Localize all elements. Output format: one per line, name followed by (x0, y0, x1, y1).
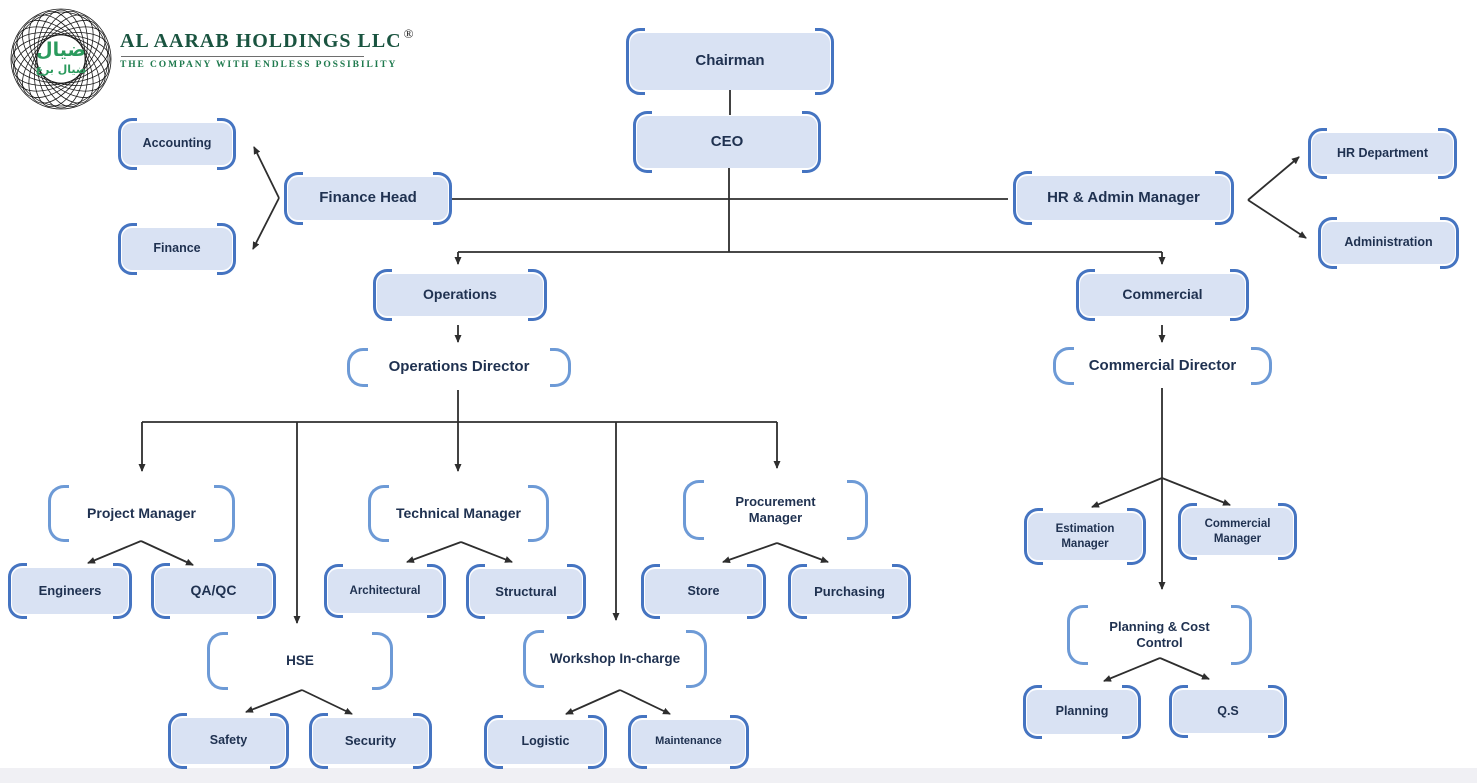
node-hse: HSE (207, 632, 393, 690)
node-ceo: CEO (633, 111, 821, 173)
node-commercial: Commercial (1076, 269, 1249, 321)
company-tagline: THE COMPANY WITH ENDLESS POSSIBILITY (120, 60, 398, 70)
edge-to-architectural (406, 541, 462, 563)
node-commercial-director: Commercial Director (1053, 347, 1272, 385)
edge-to-qaqc (140, 540, 194, 566)
edge-to-hr-department (1247, 156, 1300, 201)
node-purchasing: Purchasing (788, 564, 911, 619)
footer-band (0, 768, 1477, 783)
node-security: Security (309, 713, 432, 769)
registered-trademark-icon: ® (403, 26, 414, 41)
edge-to-security (301, 689, 353, 715)
node-hr-admin-manager: HR & Admin Manager (1013, 171, 1234, 225)
edge-to-engineers (87, 540, 142, 564)
node-workshop-incharge: Workshop In-charge (523, 630, 707, 688)
node-planning: Planning (1023, 685, 1141, 739)
node-chairman: Chairman (626, 28, 834, 95)
node-operations: Operations (373, 269, 547, 321)
node-safety: Safety (168, 713, 289, 769)
logo-divider (121, 56, 364, 57)
node-finance: Finance (118, 223, 236, 275)
edge-to-qs (1159, 657, 1210, 680)
node-technical-manager: Technical Manager (368, 485, 549, 542)
logo-arabic-text-1: ضيال (36, 39, 86, 61)
company-logo: ضيال ضيال برع AL AARAB HOLDINGS LLC® THE… (8, 6, 414, 112)
edge-to-administration (1247, 199, 1307, 239)
node-finance-head: Finance Head (284, 172, 452, 225)
edge-to-safety (245, 689, 303, 713)
node-architectural: Architectural (324, 564, 446, 618)
edge-to-logistic (565, 689, 621, 715)
node-operations-director: Operations Director (347, 348, 571, 387)
node-structural: Structural (466, 564, 586, 619)
node-estimation-manager: Estimation Manager (1024, 508, 1146, 565)
edge-to-accounting (253, 146, 280, 199)
edge-to-planning (1103, 657, 1161, 682)
node-planning-cost-control: Planning & Cost Control (1067, 605, 1252, 665)
edge-to-purchasing (776, 542, 829, 563)
edge-to-structural (460, 541, 513, 563)
edge-to-maintenance (619, 689, 671, 715)
node-commercial-manager: Commercial Manager (1178, 503, 1297, 560)
edge-to-estimation (1091, 477, 1163, 508)
node-qa-qc: QA/QC (151, 563, 276, 619)
logo-emblem-icon: ضيال ضيال برع (10, 8, 112, 110)
edge-to-finance (252, 197, 280, 250)
node-administration: Administration (1318, 217, 1459, 269)
logo-arabic-text-2: ضيال برع (35, 63, 86, 76)
node-qs: Q.S (1169, 685, 1287, 738)
company-name: AL AARAB HOLDINGS LLC (120, 30, 402, 52)
node-maintenance: Maintenance (628, 715, 749, 769)
node-engineers: Engineers (8, 563, 132, 619)
node-procurement-manager: Procurement Manager (683, 480, 868, 540)
edge-to-store (722, 542, 778, 563)
node-hr-department: HR Department (1308, 128, 1457, 179)
node-store: Store (641, 564, 766, 619)
node-logistic: Logistic (484, 715, 607, 769)
edge-to-commercial-manager (1161, 477, 1231, 506)
node-project-manager: Project Manager (48, 485, 235, 542)
node-accounting: Accounting (118, 118, 236, 170)
